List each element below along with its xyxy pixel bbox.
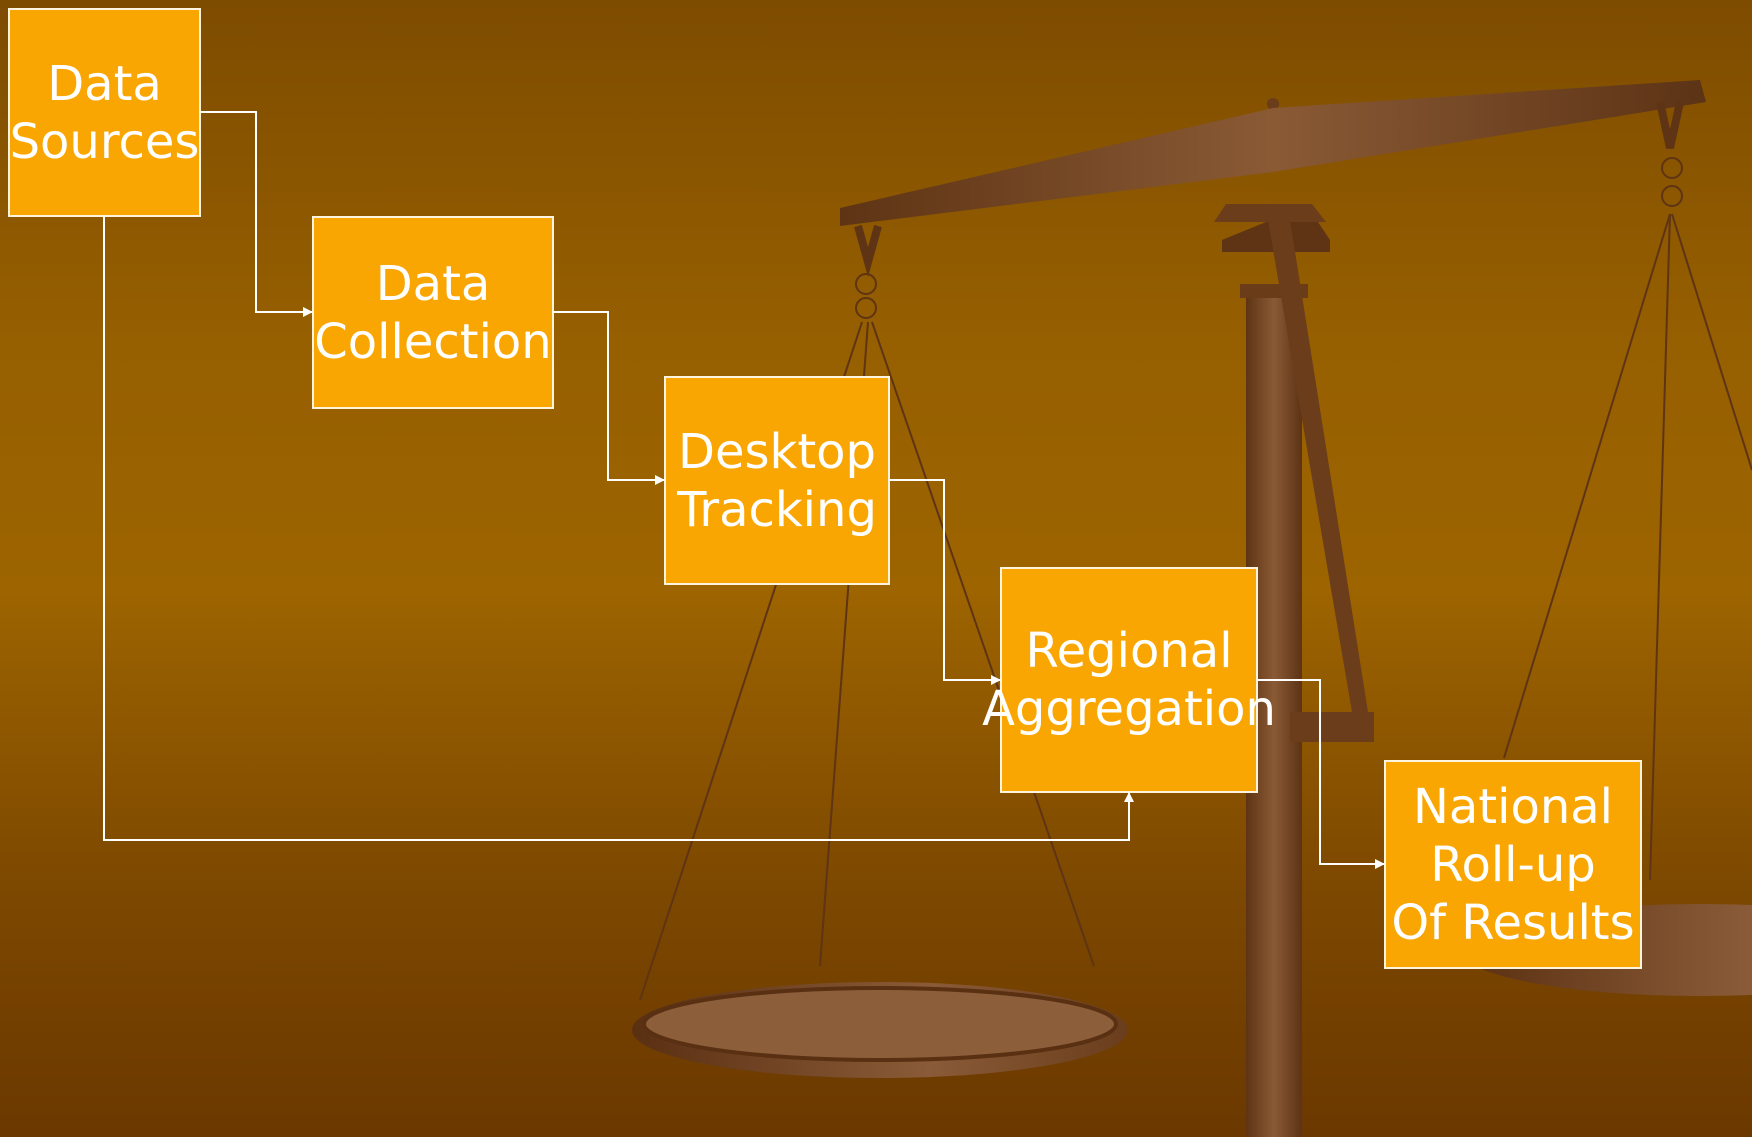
- connector-desktop-to-regional: [890, 479, 1001, 685]
- data-collection-box: Data Collection: [312, 216, 554, 409]
- connector-regional-to-national: [1258, 679, 1385, 869]
- left-pan: [632, 224, 1128, 1078]
- connector-sources-to-regional: [103, 217, 1134, 841]
- regional-aggregation-box: Regional Aggregation: [982, 567, 1276, 793]
- desktop-tracking-box: Desktop Tracking: [664, 376, 890, 585]
- connector-collection-to-desktop: [554, 311, 665, 485]
- scale-beam: [840, 80, 1706, 742]
- connector-sources-to-collection: [201, 111, 313, 317]
- national-rollup-box: National Roll-up Of Results: [1384, 760, 1642, 969]
- data-sources-box: Data Sources: [8, 8, 201, 217]
